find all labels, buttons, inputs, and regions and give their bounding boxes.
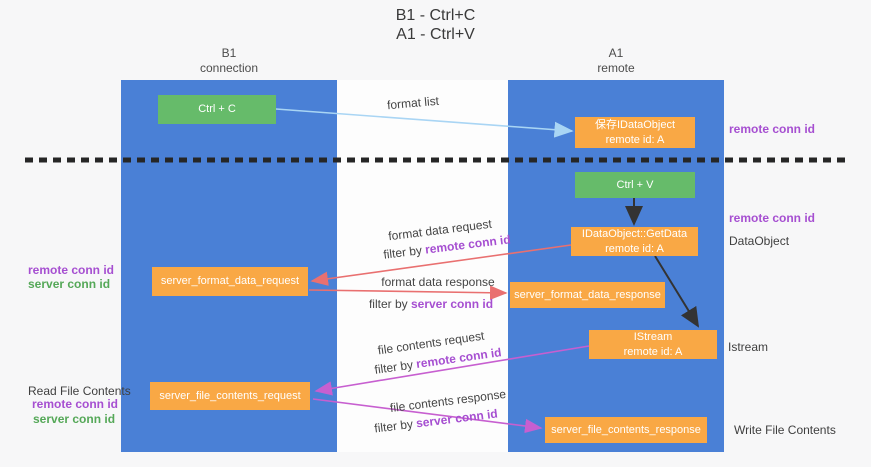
node-server-file-contents-response-label: server_file_contents_response <box>551 423 701 436</box>
right-annotation-dataobject: DataObject <box>729 234 790 248</box>
filter-by-text: filter by <box>368 297 411 311</box>
node-server-format-data-response: server_format_data_response <box>510 282 665 308</box>
left-annotation-server-conn-id-2: server conn id <box>33 412 116 426</box>
node-istream-line1: IStream <box>633 331 673 344</box>
node-server-file-contents-request-label: server_file_contents_request <box>159 389 301 402</box>
node-istream: IStream remote id: A <box>589 330 717 359</box>
lifeline-b1-name: B1 <box>221 46 237 60</box>
node-save-idataobject: 保存IDataObject remote id: A <box>575 117 695 148</box>
right-annotation-remote-conn-id-1: remote conn id <box>729 122 816 136</box>
title-line-2: A1 - Ctrl+V <box>396 26 475 44</box>
left-annotation-server-conn-id-1: server conn id <box>28 277 111 291</box>
node-ctrl-v: Ctrl + V <box>575 172 695 198</box>
node-server-file-contents-response: server_file_contents_response <box>545 417 707 443</box>
node-save-idataobject-line1: 保存IDataObject <box>594 119 676 132</box>
left-annotation-remote-conn-id-2: remote conn id <box>32 397 119 411</box>
lifeline-header-a1: A1 remote <box>508 46 724 76</box>
node-server-format-data-response-label: server_format_data_response <box>514 288 661 301</box>
lifeline-b1-role: connection <box>199 61 259 75</box>
label-format-data-response: format data response <box>381 275 495 289</box>
left-annotation-read-file-contents: Read File Contents <box>28 384 131 398</box>
node-server-format-data-request: server_format_data_request <box>152 267 308 296</box>
node-idataobject-getdata-line2: remote id: A <box>605 242 664 255</box>
lifeline-a1-role: remote <box>597 61 635 75</box>
node-ctrl-v-label: Ctrl + V <box>616 178 654 191</box>
node-ctrl-c: Ctrl + C <box>158 95 276 124</box>
lifeline-a1-name: A1 <box>608 46 624 60</box>
label-filter-by-server-1: filter by server conn id <box>369 297 493 311</box>
node-idataobject-getdata: IDataObject::GetData remote id: A <box>571 227 698 256</box>
lifeline-header-b1: B1 connection <box>121 46 337 76</box>
node-server-file-contents-request: server_file_contents_request <box>150 382 310 410</box>
diagram-title: B1 - Ctrl+C A1 - Ctrl+V <box>0 6 871 44</box>
right-annotation-remote-conn-id-2: remote conn id <box>729 211 816 225</box>
right-annotation-write-file-contents: Write File Contents <box>734 423 836 437</box>
title-line-1: B1 - Ctrl+C <box>395 7 476 24</box>
node-save-idataobject-line2: remote id: A <box>605 133 665 146</box>
node-istream-line2: remote id: A <box>623 345 683 358</box>
left-annotation-remote-conn-id-1: remote conn id <box>28 263 115 277</box>
node-server-format-data-request-label: server_format_data_request <box>160 275 300 288</box>
node-idataobject-getdata-line1: IDataObject::GetData <box>581 228 688 241</box>
right-annotation-istream: Istream <box>728 340 769 354</box>
server-conn-id-text: server conn id <box>410 297 494 311</box>
node-ctrl-c-label: Ctrl + C <box>198 103 236 116</box>
